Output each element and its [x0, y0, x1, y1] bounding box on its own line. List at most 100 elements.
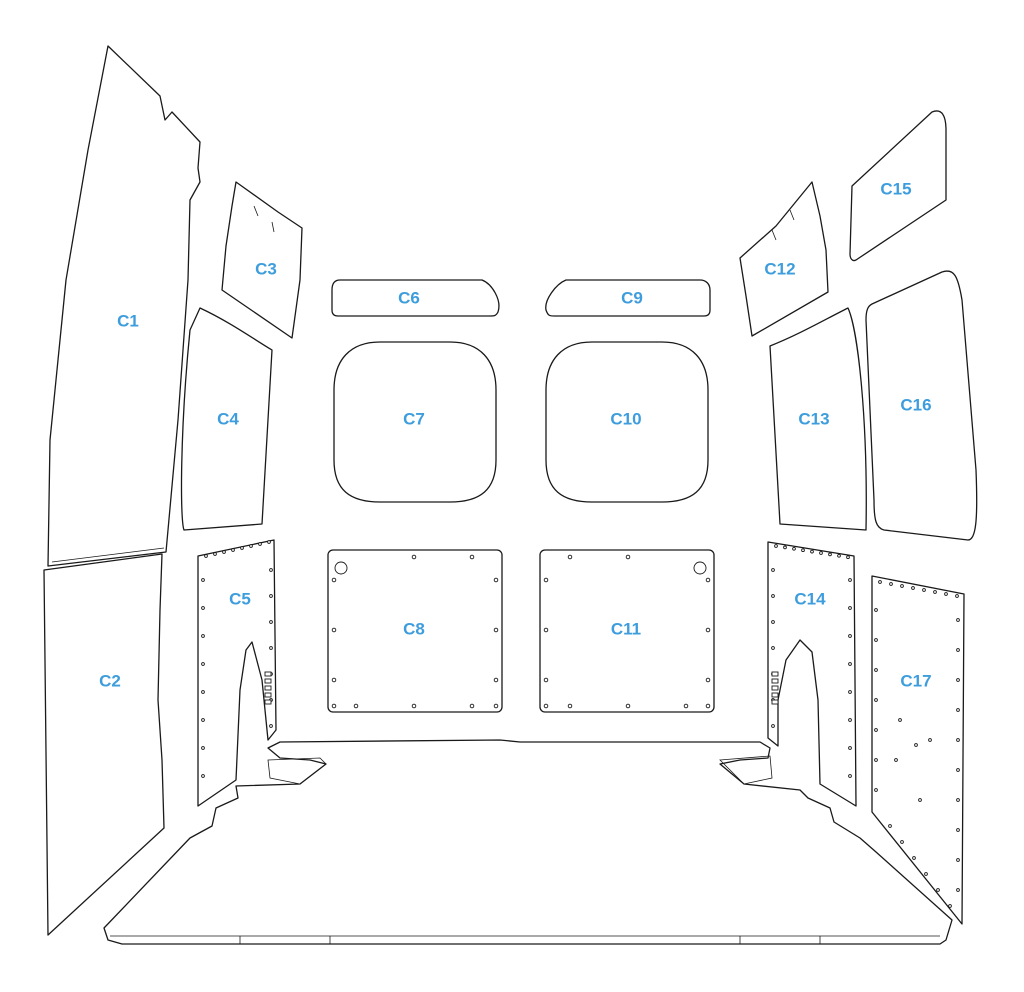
label-c1: C1: [117, 311, 139, 330]
screw-hole: [258, 542, 262, 546]
screw-hole: [625, 554, 631, 560]
vent-slot: [264, 671, 272, 677]
screw-hole: [874, 698, 878, 702]
screw-hole: [543, 627, 549, 633]
screw-hole: [810, 549, 814, 554]
screw-hole: [331, 577, 337, 583]
label-c10: C10: [610, 409, 641, 428]
screw-hole: [353, 703, 359, 709]
screw-hole: [874, 758, 878, 762]
screw-hole: [771, 594, 775, 598]
screw-hole: [204, 554, 208, 558]
vent-slot: [264, 678, 272, 684]
screw-hole: [828, 552, 832, 557]
screw-hole: [771, 620, 775, 624]
screw-hole: [848, 662, 852, 666]
label-c6: C6: [398, 288, 420, 307]
screw-hole: [874, 728, 878, 732]
label-c4: C4: [217, 409, 239, 428]
panel-c12: [739, 181, 829, 337]
panel-c9: [545, 279, 711, 317]
panel-c13: [769, 307, 867, 531]
label-c14: C14: [794, 589, 826, 608]
screw-hole: [956, 768, 960, 772]
label-c13: C13: [798, 409, 829, 428]
screw-hole: [936, 888, 940, 892]
screw-hole: [493, 703, 499, 709]
screw-hole: [267, 540, 271, 544]
screw-hole: [567, 703, 573, 709]
screw-hole: [331, 627, 337, 633]
panel-c17: [871, 575, 965, 925]
screw-hole: [493, 627, 499, 633]
label-c2: C2: [99, 671, 121, 690]
screw-hole: [705, 703, 711, 709]
label-c15: C15: [880, 179, 911, 198]
screw-hole: [705, 627, 711, 633]
screw-hole: [201, 578, 205, 582]
panel-c1: [47, 45, 201, 567]
label-c5: C5: [229, 589, 251, 608]
screw-hole: [269, 646, 273, 650]
screw-hole: [774, 544, 778, 548]
screw-hole: [201, 662, 205, 666]
screw-hole: [955, 594, 959, 598]
panel-c16: [865, 270, 978, 541]
panel-c2: [43, 553, 165, 936]
panel-c5: [197, 539, 277, 807]
panel-c7: [333, 341, 497, 503]
screw-hole: [922, 588, 926, 592]
vent-slot: [771, 678, 779, 684]
panel-c3: [221, 181, 303, 339]
screw-hole: [269, 724, 273, 728]
screw-hole: [240, 546, 244, 550]
screw-hole: [848, 746, 852, 750]
screw-hole: [874, 608, 878, 612]
screw-hole: [846, 555, 850, 560]
panel-c4: [180, 307, 273, 531]
screw-hole: [705, 677, 711, 683]
screw-hole: [848, 774, 852, 778]
panel-c11: [539, 549, 715, 713]
screw-hole: [956, 858, 960, 862]
screw-hole: [933, 590, 937, 594]
screw-hole: [837, 553, 841, 558]
screw-hole: [874, 638, 878, 642]
screw-hole: [543, 677, 549, 683]
vent-slot: [264, 692, 272, 698]
screw-hole: [201, 718, 205, 722]
screw-hole: [900, 840, 904, 844]
vent-slot: [771, 699, 779, 705]
panel-c15: [849, 110, 947, 262]
vent-slot: [264, 685, 272, 691]
screw-hole: [956, 828, 960, 832]
screw-hole: [625, 703, 631, 709]
screw-hole: [201, 606, 205, 610]
label-c12: C12: [764, 259, 795, 278]
screw-hole: [874, 668, 878, 672]
screw-hole: [567, 554, 573, 560]
screw-hole: [269, 620, 273, 624]
screw-hole: [771, 568, 775, 572]
panel-c14: [767, 541, 857, 807]
screw-hole: [956, 888, 960, 892]
screw-hole: [331, 677, 337, 683]
vent-slot: [771, 692, 779, 698]
screw-hole: [201, 690, 205, 694]
screw-hole: [848, 634, 852, 638]
screw-hole: [269, 594, 273, 598]
screw-hole: [222, 550, 226, 554]
vent-slot: [771, 671, 779, 677]
label-c17: C17: [900, 671, 931, 690]
vent-slot: [264, 699, 272, 705]
screw-hole: [269, 568, 273, 572]
screw-hole: [944, 592, 948, 596]
panel-c8: [327, 549, 503, 713]
label-c16: C16: [900, 395, 931, 414]
screw-hole: [543, 703, 549, 709]
screw-hole: [231, 548, 235, 552]
panel-c10: [545, 341, 709, 503]
screw-hole: [819, 551, 823, 555]
screw-hole: [213, 552, 217, 556]
